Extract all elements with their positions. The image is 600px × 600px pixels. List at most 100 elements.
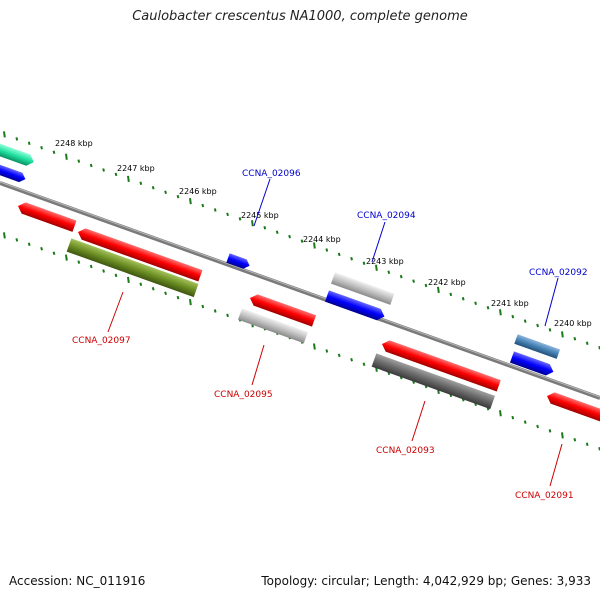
minor-tick [362, 261, 366, 266]
topology-summary: Topology: circular; Length: 4,042,929 bp… [261, 574, 591, 588]
minor-tick [263, 225, 267, 230]
major-tick [313, 343, 316, 350]
scale-label: 2243 kbp [366, 257, 404, 266]
minor-tick [585, 442, 589, 447]
gene-feature-blue[interactable] [0, 161, 27, 184]
gene-ccna-02093-red[interactable] [380, 338, 501, 392]
minor-tick [412, 279, 415, 283]
gene-feature-red-1[interactable] [16, 200, 77, 232]
minor-tick [486, 305, 490, 310]
gene-ccna-02096[interactable] [226, 253, 251, 270]
major-tick [189, 197, 192, 205]
gene-ccna-02095[interactable] [237, 308, 308, 344]
minor-tick [350, 257, 353, 261]
minor-tick [511, 415, 515, 420]
major-tick [65, 254, 68, 261]
minor-tick [548, 429, 552, 433]
minor-tick [89, 163, 93, 168]
major-tick [251, 220, 254, 227]
major-tick [561, 432, 564, 439]
major-tick [313, 242, 316, 249]
major-tick [65, 153, 68, 160]
reverse-features [16, 200, 600, 424]
minor-tick [114, 273, 118, 278]
minor-tick [102, 168, 105, 172]
label-leader [411, 400, 426, 442]
label-leader [251, 344, 265, 386]
minor-tick [536, 424, 539, 429]
major-tick [499, 309, 502, 316]
minor-tick [139, 181, 143, 186]
gene-feature-blue-2[interactable] [509, 351, 555, 377]
minor-tick [350, 358, 353, 362]
gene-ccna-02095-red[interactable] [248, 292, 317, 327]
minor-tick [213, 208, 217, 212]
minor-tick [474, 301, 477, 306]
scale-label: 2247 kbp [117, 164, 155, 173]
minor-tick [387, 270, 391, 274]
upper-tick-row [3, 131, 600, 350]
minor-tick [139, 282, 143, 287]
minor-tick [573, 438, 577, 442]
minor-tick [151, 186, 155, 190]
forward-gene-labels: CCNA_02096 CCNA_02094 CCNA_02092 [242, 169, 588, 327]
label-leader [253, 178, 271, 227]
gene-feature-teal[interactable] [0, 137, 36, 168]
label-leader [544, 277, 559, 327]
minor-tick [201, 203, 205, 208]
gene-label: CCNA_02091 [515, 491, 574, 501]
minor-tick [15, 137, 19, 141]
reverse-gene-labels: CCNA_02097 CCNA_02095 CCNA_02093 CCNA_02… [72, 291, 574, 501]
forward-features [0, 137, 561, 377]
minor-tick [424, 283, 428, 288]
major-tick [127, 175, 130, 183]
minor-tick [164, 190, 167, 194]
gene-ccna-02093[interactable] [371, 353, 495, 410]
major-tick [127, 276, 130, 284]
minor-tick [164, 291, 167, 295]
minor-tick [15, 238, 19, 242]
minor-tick [27, 141, 31, 146]
gene-ccna-02094[interactable] [324, 290, 386, 322]
minor-tick [449, 292, 453, 297]
minor-tick [288, 234, 291, 239]
minor-tick [238, 217, 242, 221]
major-tick [3, 232, 6, 239]
gene-label: CCNA_02097 [72, 336, 131, 346]
minor-tick [337, 252, 341, 257]
minor-tick [226, 212, 229, 217]
scale-label: 2246 kbp [179, 187, 217, 196]
gene-ccna-02097-red[interactable] [76, 226, 203, 282]
scale-labels: 2248 kbp 2247 kbp 2246 kbp 2245 kbp 2244… [55, 139, 592, 328]
scale-label: 2240 kbp [554, 319, 592, 328]
scale-label: 2244 kbp [303, 235, 341, 244]
gene-ccna-02097[interactable] [66, 238, 199, 298]
label-leader [371, 221, 386, 263]
label-leader [107, 291, 124, 333]
gene-label: CCNA_02093 [376, 446, 435, 456]
minor-tick [511, 314, 515, 319]
minor-tick [523, 420, 527, 424]
minor-tick [52, 150, 56, 154]
gene-ccna-02092[interactable] [514, 334, 561, 359]
gene-label: CCNA_02094 [357, 211, 416, 221]
minor-tick [548, 328, 552, 332]
minor-tick [325, 248, 329, 252]
minor-tick [325, 349, 329, 353]
minor-tick [102, 269, 105, 273]
scale-label: 2242 kbp [428, 278, 466, 287]
minor-tick [176, 194, 180, 199]
major-tick [375, 264, 378, 271]
gene-ccna-02091[interactable] [545, 390, 600, 424]
gene-ccna-02094-gray[interactable] [330, 272, 395, 305]
accession-text: Accession: NC_011916 [9, 574, 146, 588]
minor-tick [399, 274, 403, 279]
gene-label: CCNA_02095 [214, 390, 273, 400]
minor-tick [585, 341, 589, 346]
minor-tick [52, 251, 56, 255]
minor-tick [536, 323, 539, 328]
major-tick [499, 410, 502, 417]
minor-tick [523, 319, 527, 323]
minor-tick [362, 362, 366, 367]
